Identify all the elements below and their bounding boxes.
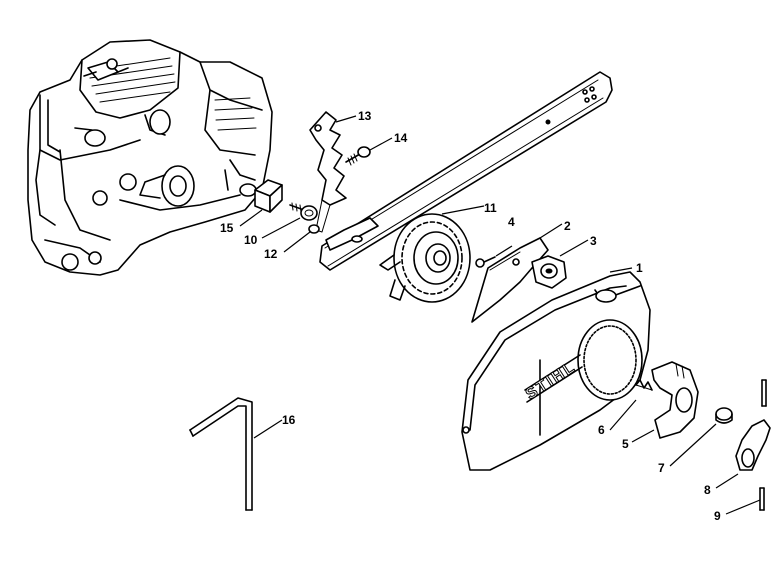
callout-3: 3 xyxy=(590,234,597,248)
leader-4 xyxy=(495,245,513,257)
callout-5: 5 xyxy=(622,437,629,451)
leader-11 xyxy=(441,205,485,215)
callout-7: 7 xyxy=(658,461,665,475)
guide-bar xyxy=(319,71,613,271)
leader-12 xyxy=(283,231,311,253)
part-14-screw xyxy=(345,146,371,166)
callout-1: 1 xyxy=(636,261,643,275)
leader-10 xyxy=(261,217,301,239)
part-9-pins xyxy=(759,379,767,511)
callout-6: 6 xyxy=(598,423,605,437)
leader-14 xyxy=(369,137,393,151)
part-7-cap xyxy=(715,407,733,424)
callout-4: 4 xyxy=(508,215,515,229)
callout-8: 8 xyxy=(704,483,711,497)
part-2-plate xyxy=(471,237,549,323)
leader-7 xyxy=(669,423,717,467)
engine-housing xyxy=(27,39,273,276)
leader-15 xyxy=(239,209,263,227)
callout-15: 15 xyxy=(220,221,234,235)
part-5-tensioner-housing xyxy=(651,361,699,439)
leader-6 xyxy=(609,399,637,431)
part-6-spring xyxy=(635,379,653,391)
callout-14: 14 xyxy=(394,131,408,145)
part-12-nut xyxy=(308,224,320,234)
callout-12: 12 xyxy=(264,247,278,261)
part-16-hex-key xyxy=(189,397,253,511)
callout-16: 16 xyxy=(282,413,296,427)
leader-3 xyxy=(559,239,589,257)
leader-16 xyxy=(253,419,283,439)
part-3-nut xyxy=(531,255,567,289)
callout-11: 11 xyxy=(484,201,497,215)
callout-10: 10 xyxy=(244,233,258,247)
leader-9 xyxy=(725,499,761,515)
leader-1 xyxy=(609,267,633,273)
leader-13 xyxy=(335,115,357,123)
leader-8 xyxy=(715,473,739,489)
part-1-sprocket-cover: STIHL xyxy=(461,271,651,471)
callout-13: 13 xyxy=(358,109,372,123)
part-4-screw xyxy=(475,256,496,268)
part-8-lever xyxy=(735,419,771,471)
callout-leaders xyxy=(239,115,761,515)
leader-5 xyxy=(631,429,655,443)
callout-9: 9 xyxy=(714,509,721,523)
callout-2: 2 xyxy=(564,219,571,233)
leader-2 xyxy=(539,223,563,239)
part-10-collar-screw xyxy=(289,202,318,221)
part-11-sprocket xyxy=(379,213,471,303)
callout-numbers: 1 2 3 4 5 6 7 8 9 10 11 12 13 14 15 16 xyxy=(220,109,721,523)
part-15-chain-catcher xyxy=(254,179,283,213)
